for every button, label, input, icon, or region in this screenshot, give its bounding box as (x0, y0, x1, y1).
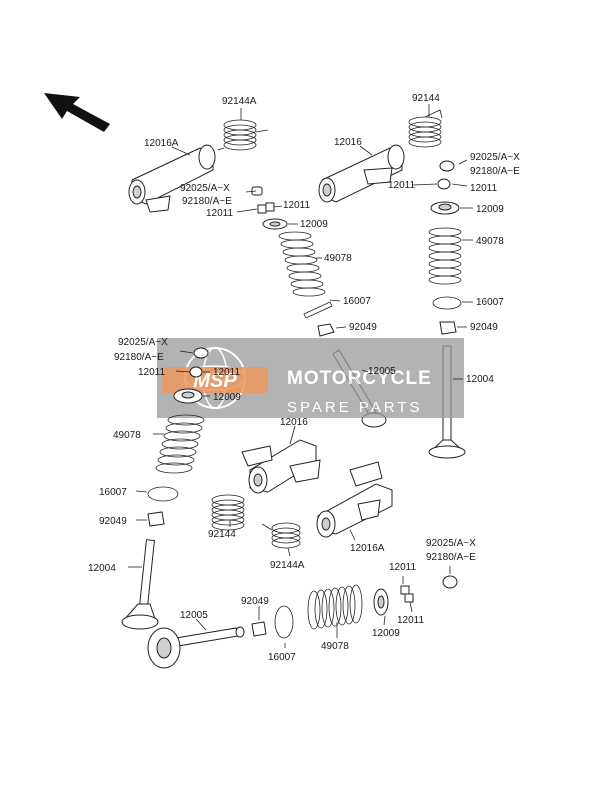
label-92180-right: 92180/A~E (470, 166, 520, 177)
retainer-12009-center (262, 218, 288, 230)
valve-12004-lower (121, 539, 159, 630)
spring-92144a-lower (261, 522, 301, 549)
label-92144a-top: 92144A (222, 96, 257, 107)
label-12016-middle: 12016 (280, 417, 308, 428)
valve-spring-49078-left (155, 414, 205, 474)
watermark-title: MOTORCYCLE (287, 368, 432, 389)
leader-lines (128, 104, 473, 648)
label-12016a-lower: 12016A (350, 543, 385, 554)
valve-seat-92049-left (147, 511, 165, 527)
label-12004-lower: 12004 (88, 563, 116, 574)
label-12009-bottom: 12009 (372, 628, 400, 639)
label-12009-center: 12009 (300, 219, 328, 230)
label-92025-bottom: 92025/A~X (426, 538, 476, 549)
label-92180-center: 92180/A~E (182, 196, 232, 207)
oil-seal-16007-center (303, 301, 333, 319)
valve-spring-49078-right (428, 227, 462, 285)
label-92180-left: 92180/A~E (114, 352, 164, 363)
label-12011-right-b: 12011 (470, 183, 498, 194)
label-92049-left: 92049 (99, 516, 127, 527)
label-49078-center: 49078 (324, 253, 352, 264)
valve-seat-92049-right (439, 321, 457, 335)
front-direction-arrow (44, 93, 110, 132)
label-12005-center: 12005 (368, 366, 396, 377)
label-92049-center: 92049 (349, 322, 377, 333)
label-12011-center-b: 12011 (206, 208, 234, 219)
label-92144-lower: 92144 (208, 529, 236, 540)
spring-92144-lower (211, 494, 245, 531)
retainer-12009-right (430, 201, 460, 215)
label-12016a-top: 12016A (144, 138, 179, 149)
keeper-12011-left (189, 366, 203, 378)
label-12011-center-a: 12011 (283, 200, 311, 211)
valve-spring-49078-bottom (307, 584, 363, 630)
label-92049-bottom: 92049 (241, 596, 269, 607)
label-92144a-lower: 92144A (270, 560, 305, 571)
label-92025-center: 92025/A~X (180, 183, 230, 194)
label-92025-left: 92025/A~X (118, 337, 168, 348)
label-12016-top: 12016 (334, 137, 362, 148)
label-12009-right: 12009 (476, 204, 504, 215)
spring-92144-top (408, 109, 443, 148)
label-16007-center: 16007 (343, 296, 371, 307)
label-12005-lower: 12005 (180, 610, 208, 621)
watermark-logo: MSP (193, 370, 237, 392)
label-12011-left-b: 12011 (213, 367, 241, 378)
watermark: MSP MOTORCYCLE SPARE PARTS (157, 338, 464, 418)
label-92180-bottom: 92180/A~E (426, 552, 476, 563)
label-12011-bottom-b: 12011 (397, 615, 425, 626)
oil-seal-16007-bottom (274, 605, 294, 639)
label-92049-right: 92049 (470, 322, 498, 333)
retainer-12009-left (173, 388, 203, 404)
label-12009-left: 12009 (213, 392, 241, 403)
valve-12005-lower (147, 626, 245, 669)
label-16007-right: 16007 (476, 297, 504, 308)
label-49078-left: 49078 (113, 430, 141, 441)
keeper-12011-bottom (400, 585, 414, 603)
rocker-arm-12016-middle (241, 439, 321, 494)
label-49078-right: 49078 (476, 236, 504, 247)
shim-92025-bottom (442, 575, 458, 589)
rocker-arm-12016-top (318, 144, 405, 203)
label-16007-left: 16007 (99, 487, 127, 498)
part-labels: 92144A 92144 12016A 12016 92025/A~X 9218… (88, 93, 520, 663)
label-12004-right: 12004 (466, 374, 494, 385)
keeper-12011-center (257, 202, 275, 214)
valve-seat-92049-center (317, 323, 335, 337)
watermark-subtitle: SPARE PARTS (287, 399, 423, 416)
shim-92025-right (439, 160, 455, 172)
label-92144-top: 92144 (412, 93, 440, 104)
label-92025-right: 92025/A~X (470, 152, 520, 163)
valve-spring-49078-center (278, 231, 326, 297)
rocker-arm-12016a-top (128, 144, 216, 213)
label-12011-right-a: 12011 (388, 180, 416, 191)
rocker-arm-12016a-lower (316, 461, 393, 538)
label-49078-bottom: 49078 (321, 641, 349, 652)
retainer-12009-bottom (373, 588, 389, 616)
label-12011-bottom-a: 12011 (389, 562, 417, 573)
valve-seat-92049-bottom (251, 621, 267, 637)
keeper-12011-right (437, 178, 451, 190)
shim-92025-left (193, 347, 209, 359)
label-16007-bottom: 16007 (268, 652, 296, 663)
oil-seal-16007-right (432, 296, 462, 310)
label-12011-left-a: 12011 (138, 367, 166, 378)
oil-seal-16007-left (147, 486, 179, 502)
spring-92144a-top (217, 119, 269, 151)
